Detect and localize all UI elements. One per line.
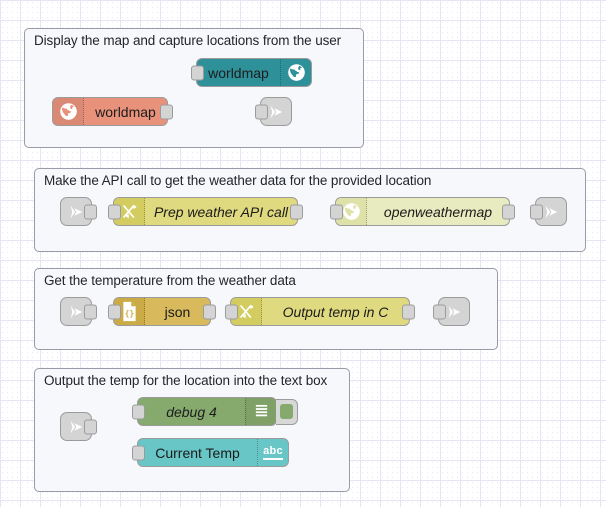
node-debug-4-input-port[interactable] [132,404,145,419]
node-prep-weather-output-port[interactable] [290,204,303,219]
node-debug-4-label: debug 4 [166,403,217,420]
abc-icon: abc [257,439,288,466]
node-worldmap-in-label: worldmap [95,103,156,120]
link-in-icon [66,417,86,437]
node-prep-weather-label: Prep weather API call [153,203,289,220]
group-label-get-temperature: Get the temperature from the weather dat… [44,273,296,288]
node-output-temp-label: Output temp in C [282,303,389,320]
node-json-label: json [164,303,191,320]
node-openweathermap-label: openweathermap [383,203,493,220]
node-worldmap-in[interactable]: worldmap [52,97,173,126]
debug-toggle-indicator [280,404,293,419]
link-out-icon [444,302,464,322]
node-link-in-3-output-port[interactable] [84,304,97,319]
node-json-input-port[interactable] [108,304,121,319]
svg-text:{}: {} [124,309,134,318]
debug-enable-toggle[interactable] [276,398,298,425]
node-worldmap-in-output-port[interactable] [160,104,173,119]
node-link-in-2[interactable] [60,197,97,226]
node-current-temp[interactable]: Current Temp abc [132,438,289,467]
link-out-icon [541,202,561,222]
node-openweathermap-input-port[interactable] [330,204,343,219]
node-worldmap-out[interactable]: worldmap [191,58,312,87]
node-output-temp[interactable]: Output temp in C [225,297,415,326]
group-display-map[interactable]: Display the map and capture locations fr… [24,28,364,148]
globe-icon [280,59,311,86]
json-braces-icon: {} [114,298,145,325]
node-debug-4[interactable]: debug 4 [132,397,298,426]
node-current-temp-input-port[interactable] [132,445,145,460]
node-json-output-port[interactable] [203,304,216,319]
debug-lines-icon [245,398,276,425]
node-link-in-3[interactable] [60,297,97,326]
group-label-output-text-box: Output the temp for the location into th… [44,373,328,388]
node-current-temp-label: Current Temp [155,444,240,461]
group-label-display-map: Display the map and capture locations fr… [34,33,342,48]
function-icon [114,198,145,225]
link-in-icon [66,202,86,222]
node-link-out-1-input-port[interactable] [255,104,268,119]
node-link-in-4[interactable] [60,412,97,441]
node-json[interactable]: {} json [108,297,216,326]
node-link-out-2-input-port[interactable] [530,204,543,219]
node-link-out-2[interactable] [530,197,567,226]
node-openweathermap-output-port[interactable] [502,204,515,219]
node-link-in-4-output-port[interactable] [84,419,97,434]
node-output-temp-input-port[interactable] [225,304,238,319]
node-prep-weather[interactable]: Prep weather API call [108,197,303,226]
node-link-in-2-output-port[interactable] [84,204,97,219]
node-output-temp-output-port[interactable] [402,304,415,319]
node-worldmap-out-label: worldmap [208,64,269,81]
node-link-out-3[interactable] [433,297,470,326]
globe-icon [53,98,84,125]
node-link-out-1[interactable] [255,97,292,126]
node-prep-weather-input-port[interactable] [108,204,121,219]
group-label-api-call: Make the API call to get the weather dat… [44,173,432,188]
link-in-icon [66,302,86,322]
abc-glyph-text: abc [263,445,283,460]
link-out-icon [266,102,286,122]
node-link-out-3-input-port[interactable] [433,304,446,319]
node-worldmap-out-input-port[interactable] [191,65,204,80]
node-openweathermap[interactable]: openweathermap [330,197,515,226]
